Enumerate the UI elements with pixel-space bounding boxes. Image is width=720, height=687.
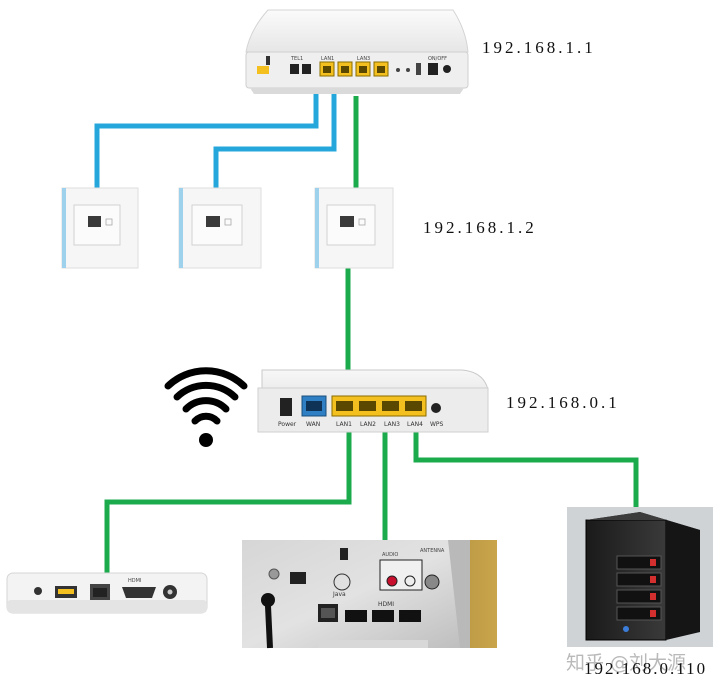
- tv-java-label: Java: [332, 591, 346, 598]
- wall-socket-3: [314, 187, 394, 269]
- tv-box-icon: [6, 572, 208, 614]
- modem-icon: TEL1 LAN1 LAN3 ON/OFF: [245, 9, 469, 94]
- green-cable-nas: [413, 432, 639, 510]
- wall-socket-1: [61, 187, 139, 269]
- svg-text:LAN1: LAN1: [321, 56, 334, 62]
- panel-ip-label: 192.168.1.2: [423, 218, 537, 237]
- nas-icon: [567, 507, 713, 647]
- router-port-lan2-label: LAN2: [360, 421, 376, 428]
- tv-back-icon: [242, 540, 497, 649]
- cables: [94, 94, 639, 577]
- wall-socket-icon: [61, 187, 394, 269]
- tv-antenna-label: ANTENNA: [420, 548, 445, 554]
- router-icon: [257, 369, 489, 433]
- tv-hdmi-label: HDMI: [378, 601, 394, 608]
- router-ip-label: 192.168.0.1: [506, 393, 620, 412]
- svg-text:ON/OFF: ON/OFF: [428, 56, 447, 62]
- svg-text:LAN3: LAN3: [357, 56, 370, 62]
- modem-ip-label: 192.168.1.1: [482, 38, 596, 57]
- blue-cable-socket-1: [94, 94, 319, 194]
- svg-text:TEL1: TEL1: [290, 56, 303, 62]
- tv-box-hdmi-label: HDMI: [128, 578, 141, 584]
- nas-ip-label: 192.168.0.110: [584, 659, 708, 678]
- wall-socket-2: [178, 187, 262, 269]
- router-port-lan3-label: LAN3: [384, 421, 400, 428]
- router-port-power-label: Power: [278, 421, 297, 428]
- tv-audio-label: AUDIO: [382, 552, 398, 558]
- router-port-wps-label: WPS: [430, 421, 444, 428]
- router-port-wan-label: WAN: [306, 421, 320, 428]
- router-port-lan1-label: LAN1: [336, 421, 352, 428]
- blue-cable-socket-2: [213, 94, 337, 194]
- green-cable-tv-box: [104, 432, 352, 577]
- router-port-lan4-label: LAN4: [407, 421, 423, 428]
- watermark: 知乎 @刘大源: [566, 652, 687, 674]
- wifi-icon: [164, 367, 248, 447]
